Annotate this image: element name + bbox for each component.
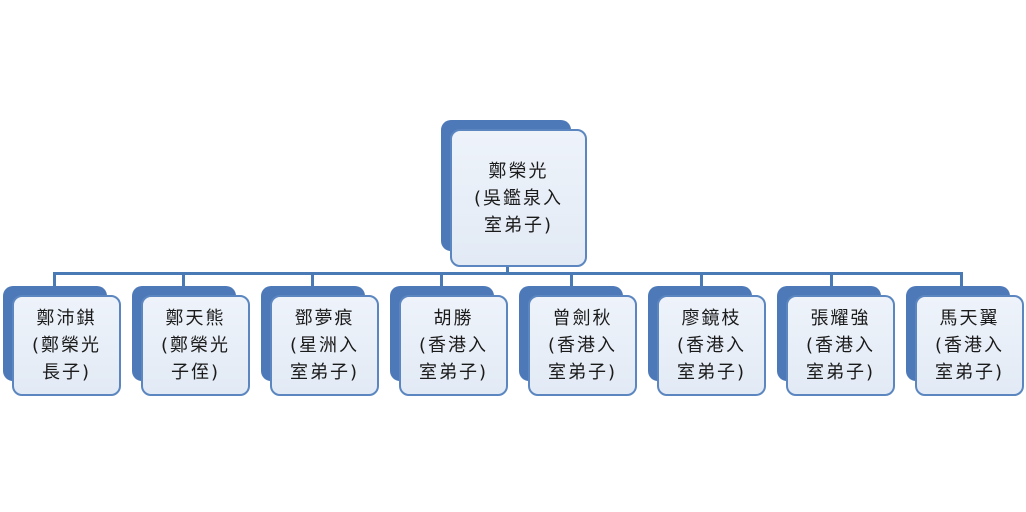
child-node-4: 胡勝 (香港入 室弟子) [390, 286, 508, 396]
horizontal-connector [53, 272, 963, 275]
child-node-7-text: 張耀強 (香港入 室弟子) [806, 305, 875, 386]
child-2-note-line-2: 子侄) [170, 362, 221, 383]
child-8-note-line-2: 室弟子) [934, 362, 1005, 383]
root-note-line-1: (吳鑑泉入 [473, 187, 564, 209]
child-node-5-card: 曾劍秋 (香港入 室弟子) [528, 295, 637, 396]
child-connector-5 [570, 272, 573, 290]
root-node-text: 鄭榮光 (吳鑑泉入 室弟子) [474, 158, 563, 239]
child-connector-3 [311, 272, 314, 290]
child-connector-7 [830, 272, 833, 290]
child-node-6: 廖鏡枝 (香港入 室弟子) [648, 286, 766, 396]
root-node-card: 鄭榮光 (吳鑑泉入 室弟子) [450, 129, 587, 267]
child-connector-2 [182, 272, 185, 290]
child-node-7: 張耀強 (香港入 室弟子) [777, 286, 895, 396]
child-node-8-text: 馬天翼 (香港入 室弟子) [935, 305, 1004, 386]
child-3-name: 鄧夢痕 [294, 308, 355, 329]
child-node-1-text: 鄭沛錤 (鄭榮光 長子) [32, 305, 101, 386]
child-5-note-line-1: (香港入 [547, 335, 618, 356]
child-node-7-card: 張耀強 (香港入 室弟子) [786, 295, 895, 396]
root-node: 鄭榮光 (吳鑑泉入 室弟子) [441, 120, 587, 267]
child-4-name: 胡勝 [433, 308, 474, 329]
child-node-8: 馬天翼 (香港入 室弟子) [906, 286, 1024, 396]
child-node-4-text: 胡勝 (香港入 室弟子) [419, 305, 488, 386]
child-node-3: 鄧夢痕 (星洲入 室弟子) [261, 286, 379, 396]
child-6-note-line-1: (香港入 [676, 335, 747, 356]
child-8-name: 馬天翼 [939, 308, 1000, 329]
child-node-1: 鄭沛錤 (鄭榮光 長子) [3, 286, 121, 396]
child-1-name: 鄭沛錤 [36, 308, 97, 329]
child-8-note-line-1: (香港入 [934, 335, 1005, 356]
child-1-note-line-1: (鄭榮光 [31, 335, 102, 356]
root-note-line-2: 室弟子) [483, 214, 554, 236]
child-node-1-card: 鄭沛錤 (鄭榮光 長子) [12, 295, 121, 396]
child-node-3-card: 鄧夢痕 (星洲入 室弟子) [270, 295, 379, 396]
child-node-2: 鄭天熊 (鄭榮光 子侄) [132, 286, 250, 396]
child-5-name: 曾劍秋 [552, 308, 613, 329]
child-6-note-line-2: 室弟子) [676, 362, 747, 383]
child-node-5: 曾劍秋 (香港入 室弟子) [519, 286, 637, 396]
child-3-note-line-1: (星洲入 [289, 335, 360, 356]
child-4-note-line-1: (香港入 [418, 335, 489, 356]
child-node-8-card: 馬天翼 (香港入 室弟子) [915, 295, 1024, 396]
child-3-note-line-2: 室弟子) [289, 362, 360, 383]
child-6-name: 廖鏡枝 [681, 308, 742, 329]
child-connector-1 [53, 272, 56, 290]
child-5-note-line-2: 室弟子) [547, 362, 618, 383]
child-7-note-line-2: 室弟子) [805, 362, 876, 383]
child-node-6-text: 廖鏡枝 (香港入 室弟子) [677, 305, 746, 386]
child-1-note-line-2: 長子) [41, 362, 92, 383]
child-node-4-card: 胡勝 (香港入 室弟子) [399, 295, 508, 396]
child-node-3-text: 鄧夢痕 (星洲入 室弟子) [290, 305, 359, 386]
child-7-name: 張耀強 [810, 308, 871, 329]
child-node-5-text: 曾劍秋 (香港入 室弟子) [548, 305, 617, 386]
child-2-name: 鄭天熊 [165, 308, 226, 329]
child-2-note-line-1: (鄭榮光 [160, 335, 231, 356]
child-node-2-text: 鄭天熊 (鄭榮光 子侄) [161, 305, 230, 386]
child-connector-4 [440, 272, 443, 290]
root-name: 鄭榮光 [488, 160, 549, 182]
child-7-note-line-1: (香港入 [805, 335, 876, 356]
child-connector-8 [960, 272, 963, 290]
child-node-6-card: 廖鏡枝 (香港入 室弟子) [657, 295, 766, 396]
child-node-2-card: 鄭天熊 (鄭榮光 子侄) [141, 295, 250, 396]
child-connector-6 [700, 272, 703, 290]
child-4-note-line-2: 室弟子) [418, 362, 489, 383]
